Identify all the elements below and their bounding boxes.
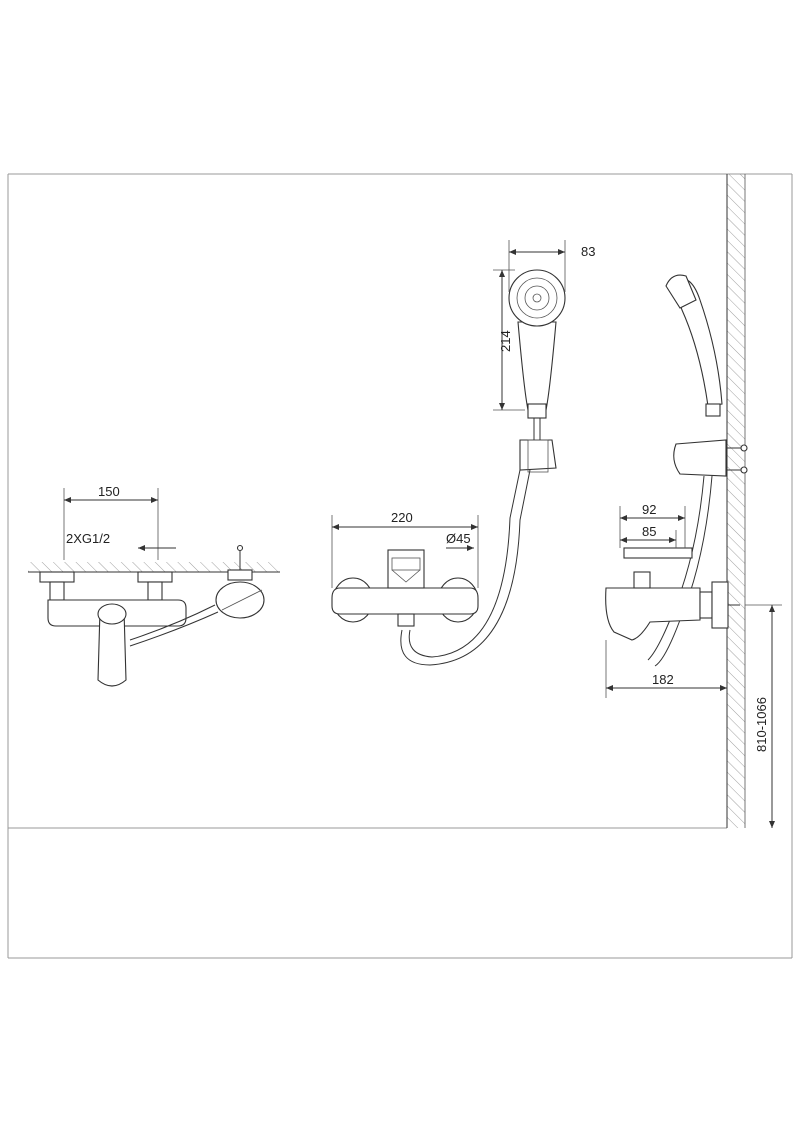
dim-side-depth-85: 85 (642, 524, 656, 539)
side-view (605, 274, 782, 828)
dim-side-projection: 182 (652, 672, 674, 687)
wall-hatch (726, 174, 746, 828)
dim-thread: 2XG1/2 (66, 531, 110, 546)
dim-mount-height: 810-1066 (754, 697, 769, 752)
middle-view (331, 240, 566, 666)
dim-side-depth-92: 92 (642, 502, 656, 517)
dim-front-width: 150 (98, 484, 120, 499)
drawing-frame (7, 173, 793, 959)
dim-body-width: 220 (391, 510, 413, 525)
dim-handshower-length: 214 (498, 330, 513, 352)
front-view (28, 488, 280, 687)
dim-handshower-head-width: 83 (581, 244, 595, 259)
dim-rosette-diameter: Ø45 (446, 531, 471, 546)
